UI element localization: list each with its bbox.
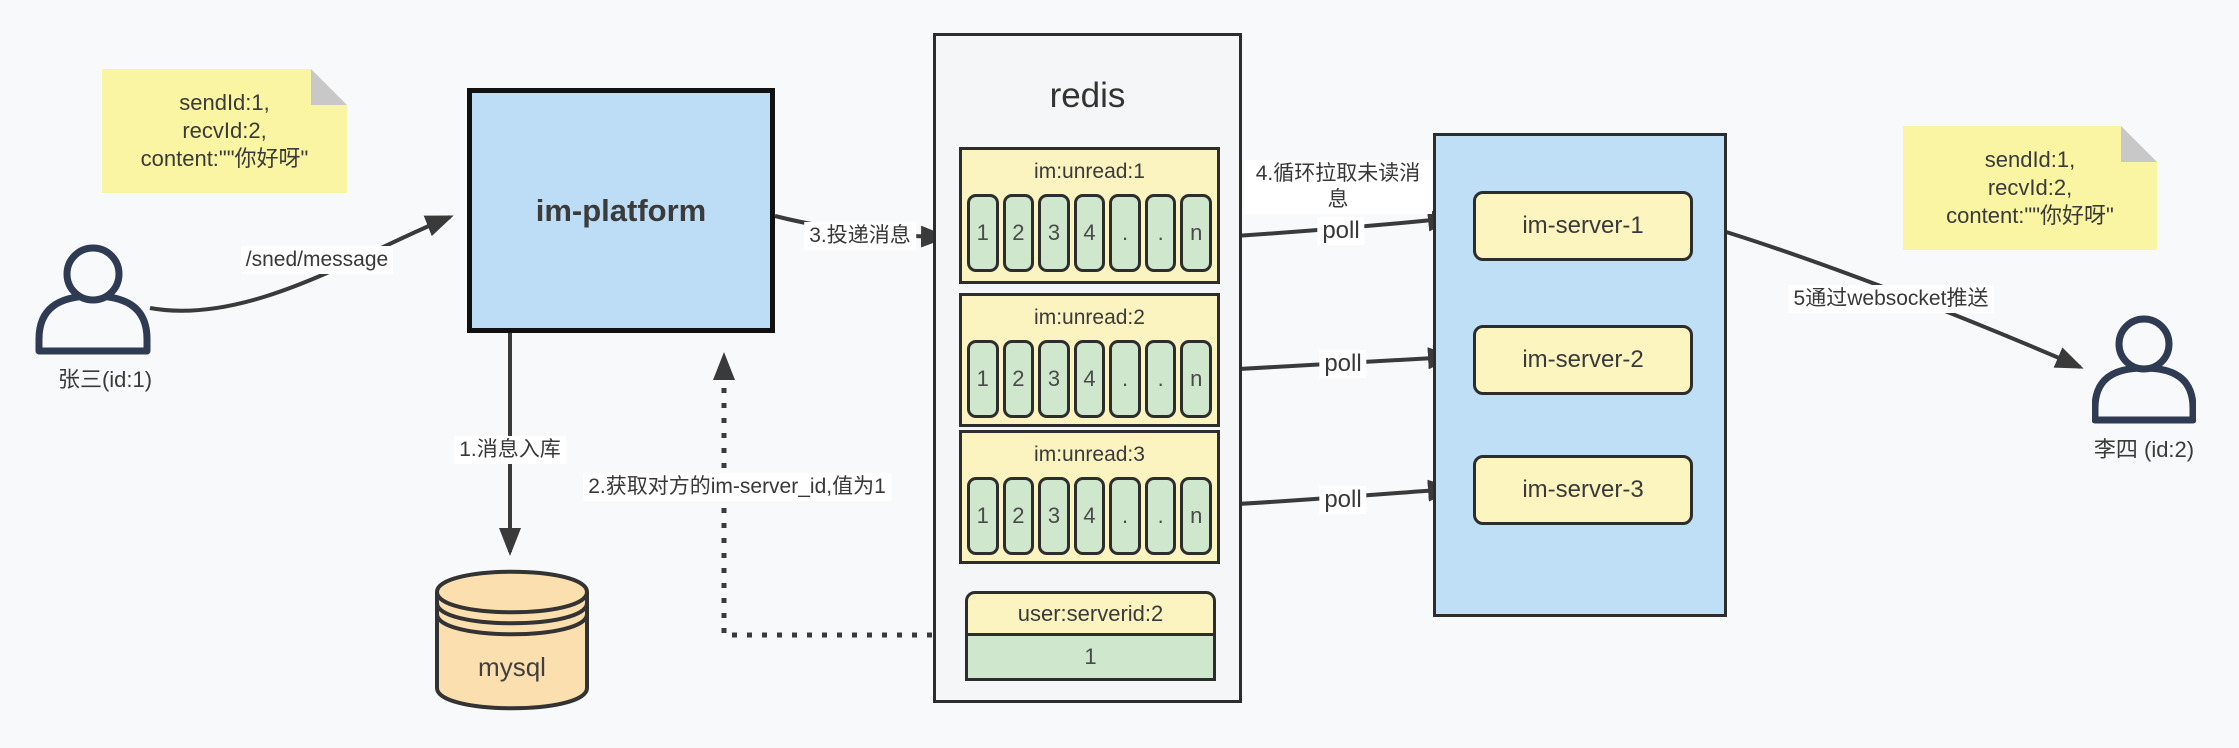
edge-label-poll-1: poll (1317, 217, 1365, 245)
queue-cell: . (1109, 194, 1141, 272)
queue-cell: 2 (1002, 194, 1035, 272)
queue-cell: . (1109, 477, 1141, 555)
queue-cell: . (1144, 340, 1177, 418)
queue-cell: 3 (1038, 194, 1070, 272)
im-server-1-box: im-server-1 (1473, 191, 1693, 261)
im-server-3-box: im-server-3 (1473, 455, 1693, 525)
queue-cell: 4 (1073, 477, 1106, 555)
queue-cell: . (1109, 340, 1141, 418)
queue-cell: . (1144, 194, 1177, 272)
note-fold-corner (311, 69, 347, 105)
im-server-3-label: im-server-3 (1522, 476, 1644, 503)
queue-cell: 1 (967, 340, 999, 418)
edge-label-push: 5通过websocket推送 (1788, 285, 1994, 313)
note-line: content:""你好呀" (1946, 203, 2114, 228)
note-line: content:""你好呀" (140, 146, 309, 171)
queue-header: im:unread:3 (1034, 443, 1145, 466)
queue-im-unread-1: im:unread:1 1 2 3 4 . . n (959, 147, 1220, 284)
queue-im-unread-2: im:unread:2 1 2 3 4 . . n (959, 293, 1220, 427)
queue-cell: 3 (1038, 340, 1070, 418)
queue-cell: 2 (1002, 477, 1035, 555)
im-platform-box: im-platform (467, 88, 775, 333)
user-icon-sender (35, 244, 151, 355)
database-icon (435, 569, 589, 711)
edge-label-send: /sned/message (240, 246, 394, 274)
edge-label-store: 1.消息入库 (454, 436, 566, 464)
edge-label-deliver: 3.投递消息 (804, 222, 916, 250)
queue-cell: . (1144, 477, 1177, 555)
queue-cell: n (1180, 477, 1213, 555)
redis-container: redis im:unread:1 1 2 3 4 . . n im:unrea… (933, 33, 1242, 703)
user-serverid-header: user:serverid:2 (965, 591, 1216, 636)
mysql-label: mysql (478, 652, 546, 682)
queue-cell: 3 (1038, 477, 1070, 555)
queue-cell: n (1180, 340, 1213, 418)
receiver-label: 李四 (id:2) (2093, 437, 2195, 462)
im-server-1-label: im-server-1 (1522, 212, 1644, 239)
edge-label-poll-2: poll (1319, 350, 1367, 378)
user-serverid-box: user:serverid:2 1 (965, 591, 1216, 681)
sticky-note-right: sendId:1, recvId:2, content:""你好呀" (1903, 126, 2157, 250)
edge-label-poll-3: poll (1319, 486, 1367, 514)
queue-cell: n (1180, 194, 1213, 272)
note-line: recvId:2, (1987, 175, 2073, 200)
note-line: sendId:1, (1984, 147, 2076, 172)
edge-label-poll-loop: 4.循环拉取未读消息 (1244, 160, 1432, 214)
user-serverid-value: 1 (965, 636, 1216, 681)
im-server-2-label: im-server-2 (1522, 346, 1644, 373)
queue-cells: 1 2 3 4 . . n (962, 340, 1217, 418)
queue-cell: 2 (1002, 340, 1035, 418)
edge-label-lookup: 2.获取对方的im-server_id,值为1 (583, 473, 891, 501)
im-server-cluster: im-server-1 im-server-2 im-server-3 (1433, 133, 1727, 617)
queue-cell: 1 (967, 477, 999, 555)
im-platform-label: im-platform (535, 192, 707, 228)
im-server-2-box: im-server-2 (1473, 325, 1693, 395)
user-icon-receiver (2092, 315, 2196, 424)
queue-cell: 4 (1073, 194, 1106, 272)
note-fold-corner (2121, 126, 2157, 162)
queue-cells: 1 2 3 4 . . n (962, 194, 1217, 272)
queue-im-unread-3: im:unread:3 1 2 3 4 . . n (959, 430, 1220, 564)
sender-label: 张三(id:1) (57, 367, 153, 392)
queue-cells: 1 2 3 4 . . n (962, 477, 1217, 555)
queue-cell: 1 (967, 194, 999, 272)
queue-cell: 4 (1073, 340, 1106, 418)
redis-title: redis (1049, 76, 1126, 115)
queue-header: im:unread:1 (1034, 160, 1145, 183)
note-line: recvId:2, (182, 118, 267, 143)
queue-header: im:unread:2 (1034, 306, 1145, 329)
note-line: sendId:1, (179, 90, 270, 115)
sticky-note-left: sendId:1, recvId:2, content:""你好呀" (102, 69, 347, 193)
